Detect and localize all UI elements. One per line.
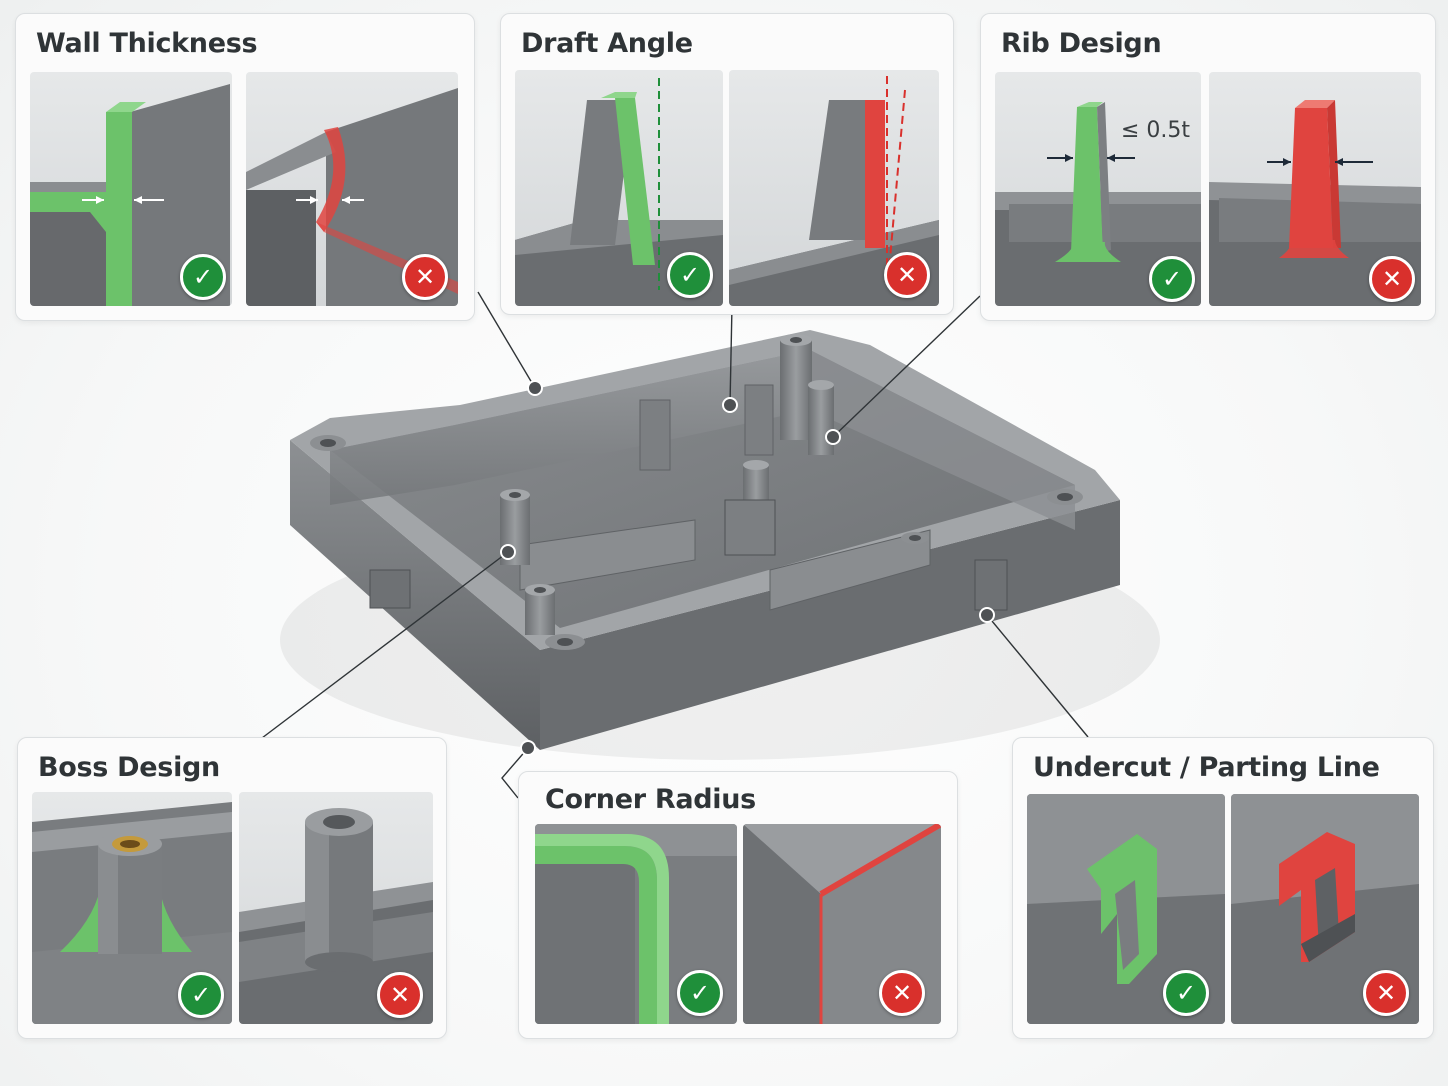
wall-good-illustration — [30, 84, 230, 306]
rib-thickness-label: ≤ 0.5t — [1121, 118, 1191, 143]
tile-good: ≤ 0.5t ✓ — [995, 72, 1201, 306]
leader-draft-angle — [729, 304, 733, 406]
snap-clip-inner — [724, 499, 776, 556]
panel-title: Draft Angle — [521, 28, 693, 59]
leader-dot-wall — [527, 380, 543, 396]
check-icon: ✓ — [1163, 970, 1209, 1016]
undercut-bad-illustration — [1231, 794, 1419, 1024]
leader-undercut — [986, 614, 1089, 738]
boss-3 — [780, 334, 812, 440]
leader-dots — [500, 380, 995, 756]
leader-dot-corner — [520, 740, 536, 756]
leader-rib-design — [832, 295, 981, 438]
cross-icon: ✕ — [884, 252, 930, 298]
leader-dot-boss — [500, 544, 516, 560]
leader-dot-rib — [825, 429, 841, 445]
tile-bad: ✕ — [729, 70, 939, 306]
check-icon: ✓ — [667, 252, 713, 298]
enclosure-wall-front-left — [290, 440, 540, 750]
check-icon: ✓ — [677, 970, 723, 1016]
corner-boss-1 — [310, 435, 346, 451]
tile-good: ✓ — [1027, 794, 1225, 1024]
leader-lines — [261, 291, 1089, 799]
rib-inner-4 — [769, 529, 931, 611]
panel-undercut: Undercut / Parting Line ✓ ✕ — [1012, 737, 1434, 1039]
panel-title: Undercut / Parting Line — [1033, 752, 1380, 783]
corner-boss-3 — [1047, 489, 1083, 505]
rib-inner-3 — [519, 519, 696, 591]
check-icon: ✓ — [1149, 256, 1195, 302]
rib-inner-1 — [639, 399, 671, 471]
panel-rib-design: Rib Design ≤ 0.5t ✓ — [980, 13, 1436, 321]
rib-bad-illustration — [1209, 100, 1421, 306]
rib-inner-2 — [744, 384, 774, 456]
boss-2 — [525, 584, 555, 635]
snap-clip-left — [369, 569, 411, 609]
tile-good: ✓ — [30, 72, 232, 306]
tile-good: ✓ — [535, 824, 737, 1024]
corner-boss-2 — [545, 634, 585, 650]
panel-title: Corner Radius — [545, 784, 756, 815]
corner-good-illustration — [535, 824, 737, 1024]
leader-wall-thickness — [477, 291, 536, 389]
panel-corner-radius: Corner Radius ✓ ✕ — [518, 771, 958, 1039]
tile-bad: ✕ — [246, 72, 458, 306]
enclosure-inner-wall-back-left — [330, 350, 810, 505]
tile-bad: ✕ — [239, 792, 433, 1024]
cross-icon: ✕ — [377, 972, 423, 1018]
check-icon: ✓ — [180, 254, 226, 300]
panel-title: Wall Thickness — [36, 28, 258, 59]
tile-good: ✓ — [515, 70, 723, 306]
corner-boss-4 — [901, 532, 929, 544]
leader-dot-draft — [722, 397, 738, 413]
panel-wall-thickness: Wall Thickness ✓ ✕ — [15, 13, 475, 321]
snap-clip-right — [974, 559, 1008, 611]
undercut-good-illustration — [1027, 794, 1225, 1024]
cross-icon: ✕ — [1369, 256, 1415, 302]
cross-icon: ✕ — [1363, 970, 1409, 1016]
boss-good-illustration — [32, 802, 232, 1024]
panel-draft-angle: Draft Angle ✓ ✕ — [500, 13, 954, 315]
leader-boss-design — [261, 551, 509, 739]
tile-bad: ✕ — [743, 824, 941, 1024]
leader-dot-undercut — [979, 607, 995, 623]
tile-bad: ✕ — [1209, 72, 1421, 306]
tile-good: ✓ — [32, 792, 232, 1024]
leader-corner-radius — [501, 747, 529, 799]
panel-title: Boss Design — [38, 752, 220, 783]
check-icon: ✓ — [178, 972, 224, 1018]
cross-icon: ✕ — [879, 970, 925, 1016]
cross-icon: ✕ — [402, 254, 448, 300]
panel-title: Rib Design — [1001, 28, 1162, 59]
panel-boss-design: Boss Design ✓ ✕ — [17, 737, 447, 1039]
tile-bad: ✕ — [1231, 794, 1419, 1024]
